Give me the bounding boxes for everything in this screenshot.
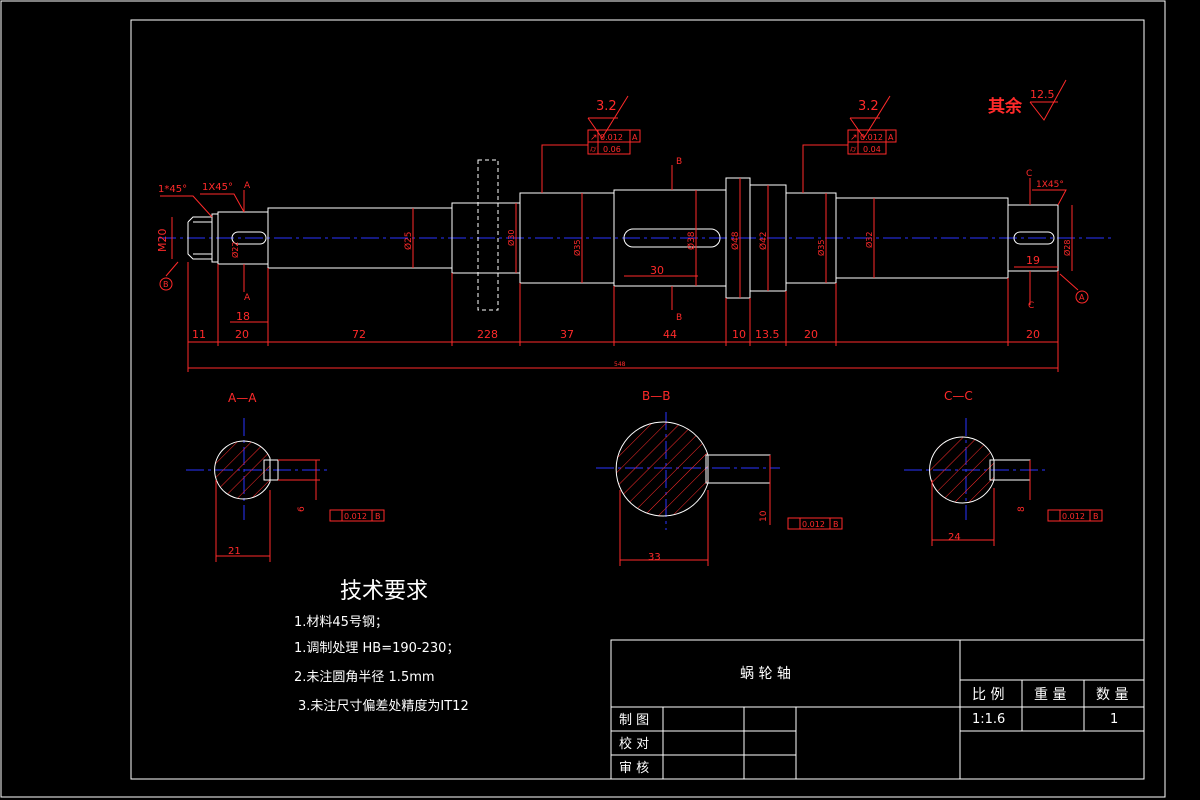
section-a-a: A—A 21 6 0.012 B <box>186 391 385 562</box>
header-scale: 比 例 <box>972 687 1004 703</box>
diameter-label-9: Ø32 <box>864 232 874 248</box>
section-c-tol-datum: B <box>1093 512 1099 521</box>
thread-label: M20 <box>156 229 169 253</box>
segment-dim-8: 13.5 <box>755 328 780 341</box>
section-b-b: B—B 33 10 0.012 B <box>596 389 843 566</box>
key-length-2: 30 <box>650 264 664 277</box>
segment-dim-3: 72 <box>352 328 366 341</box>
chamfer-label-2: 1X45° <box>202 182 233 193</box>
section-c-width: 24 <box>948 532 961 543</box>
diameter-label-6: Ø48 <box>730 231 741 250</box>
tech-requirements: 技术要求 1.材料45号钢； 1.调制处理 HB=190-230； 2.未注圆角… <box>294 579 469 714</box>
segment-dim-9: 20 <box>804 328 818 341</box>
drawing-inner-border <box>130 19 1145 780</box>
tech-requirement-2: 1.调制处理 HB=190-230； <box>294 641 459 656</box>
segment-dim-1: 11 <box>192 328 206 341</box>
section-a-width: 21 <box>228 546 241 557</box>
segment-dim-10: 20 <box>1026 328 1040 341</box>
dimension-lines <box>159 79 1089 372</box>
section-b-tol-datum: B <box>833 520 839 529</box>
key-length-1: 18 <box>236 310 250 323</box>
tolerance-value-2: 0.06 <box>603 145 621 154</box>
section-marker-a-bottom: A <box>244 293 251 303</box>
title-block: 蜗 轮 轴 比 例 重 量 数 量 1:1.6 1 制 图 校 对 审 核 <box>610 639 1145 780</box>
segment-dim-2: 20 <box>235 328 249 341</box>
section-marker-a-top: A <box>244 181 251 191</box>
diameter-label-4: Ø35 <box>572 240 582 256</box>
key-length-3: 19 <box>1026 254 1040 267</box>
roughness-value-1: 3.2 <box>596 99 617 114</box>
shaft-outline <box>187 159 1059 311</box>
segment-dim-7: 10 <box>732 328 746 341</box>
section-a-tol-value: 0.012 <box>344 512 367 521</box>
total-length: 548 <box>614 361 626 368</box>
section-a-tol-datum: B <box>375 512 381 521</box>
tolerance-value-3: 0.012 <box>860 133 883 142</box>
roughness-rest-value: 12.5 <box>1030 88 1055 101</box>
tolerance-symbol-3: ↗ <box>850 133 858 143</box>
chamfer-label-3: 1X45° <box>1036 180 1064 190</box>
diameter-label-7: Ø42 <box>758 231 769 250</box>
section-marker-b-top: B <box>676 157 682 167</box>
section-marker-b-bottom: B <box>676 313 682 323</box>
roughness-rest-label: 其余 <box>988 96 1023 117</box>
datum-b-label: B <box>163 280 169 289</box>
header-weight: 重 量 <box>1034 687 1066 703</box>
chamfer-label-1: 1*45° <box>158 184 187 195</box>
tech-requirements-title: 技术要求 <box>340 579 428 604</box>
tolerance-symbol-2: ⌭ <box>590 145 597 155</box>
datum-a-label: A <box>1079 293 1085 302</box>
section-a-depth: 6 <box>297 506 307 512</box>
tolerance-value-4: 0.04 <box>863 145 881 154</box>
segment-dim-5: 37 <box>560 328 574 341</box>
role-drafted: 制 图 <box>619 713 649 728</box>
section-b-width: 33 <box>648 552 661 563</box>
tech-requirement-1: 1.材料45号钢； <box>294 615 388 630</box>
diameter-label-10: Ø28 <box>1062 240 1072 256</box>
section-c-depth: 8 <box>1017 506 1027 512</box>
section-c-c: C—C 24 8 0.012 B <box>904 389 1103 546</box>
section-a-title: A—A <box>228 391 257 405</box>
tech-requirement-4: 3.未注尺寸偏差处精度为IT12 <box>298 698 469 714</box>
diameter-label-8: Ø35 <box>816 240 826 256</box>
drawing-annotations: 3.2 3.2 其余 12.5 ↗ 0.012 A ⌭ 0.06 ↗ 0.012… <box>156 88 1085 368</box>
section-c-tol-value: 0.012 <box>1062 512 1085 521</box>
scale-value: 1:1.6 <box>972 712 1005 727</box>
part-name: 蜗 轮 轴 <box>740 666 791 682</box>
roughness-value-2: 3.2 <box>858 99 879 114</box>
section-b-tol-value: 0.012 <box>802 520 825 529</box>
diameter-label-2: Ø25 <box>403 231 414 250</box>
tolerance-symbol-1: ↗ <box>590 133 598 143</box>
section-marker-c-top: C <box>1026 169 1032 179</box>
segment-dim-4: 228 <box>477 328 498 341</box>
role-approved: 审 核 <box>619 761 649 776</box>
section-marker-c-bottom: C <box>1028 301 1034 311</box>
header-quantity: 数 量 <box>1096 687 1128 703</box>
tech-requirement-3: 2.未注圆角半径 1.5mm <box>294 670 435 685</box>
section-b-title: B—B <box>642 389 670 403</box>
section-c-title: C—C <box>944 389 973 403</box>
tolerance-symbol-4: ⌭ <box>850 145 857 155</box>
segment-dim-6: 44 <box>663 328 677 341</box>
role-checked: 校 对 <box>619 736 649 752</box>
section-b-depth: 10 <box>759 510 769 522</box>
diameter-label-5: Ø38 <box>686 231 697 250</box>
drawing-outer-border <box>0 0 1166 798</box>
diameter-label-1: Ø22 <box>230 242 240 258</box>
tolerance-datum-3: A <box>888 133 894 142</box>
diameter-label-3: Ø30 <box>506 230 516 246</box>
tolerance-datum-1: A <box>632 133 638 142</box>
quantity-value: 1 <box>1110 712 1118 727</box>
tolerance-value-1: 0.012 <box>600 133 623 142</box>
